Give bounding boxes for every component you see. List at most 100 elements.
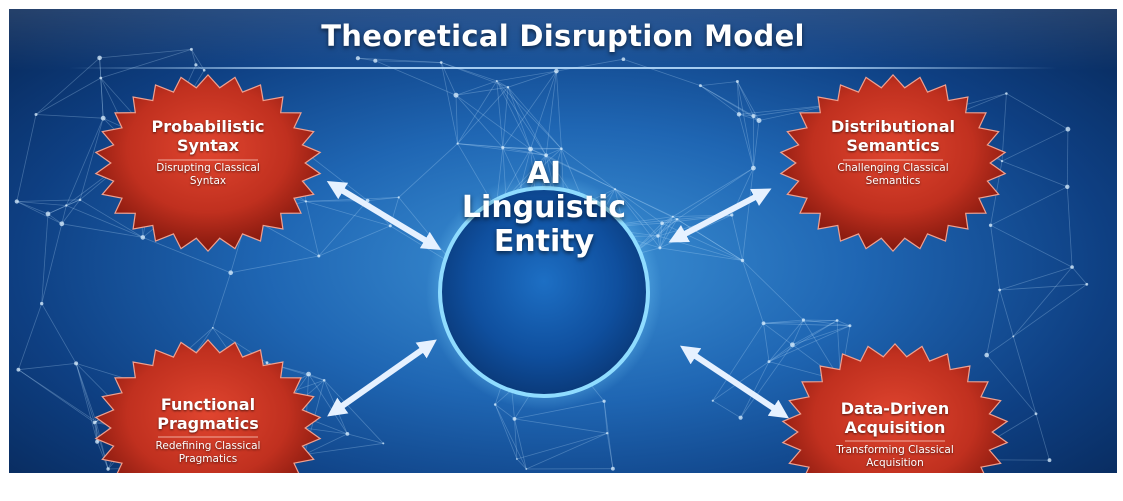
network-link (738, 104, 833, 115)
network-link (18, 369, 97, 422)
network-node (512, 417, 517, 421)
network-link (836, 320, 851, 327)
node-description: Transforming Classical Acquisition (805, 444, 985, 470)
network-link (990, 225, 1001, 291)
network-link (763, 319, 804, 324)
network-node (621, 57, 626, 61)
network-link (1066, 186, 1073, 268)
network-link (1012, 266, 1073, 337)
network-link (100, 49, 192, 79)
diagram-canvas: Theoretical Disruption Model AI Linguist… (9, 9, 1117, 473)
node-description: Redefining Classical Pragmatics (118, 440, 298, 466)
network-link (614, 188, 661, 249)
network-link (441, 62, 509, 88)
network-link (96, 441, 109, 470)
network-link (792, 319, 804, 345)
network-node (1085, 282, 1089, 286)
network-link (16, 201, 67, 206)
network-link (986, 336, 1014, 356)
network-node (382, 442, 385, 445)
network-link (516, 458, 527, 470)
network-link (763, 322, 850, 327)
network-link (507, 87, 547, 156)
network-node (16, 367, 21, 372)
network-link (75, 363, 98, 442)
network-link (16, 201, 62, 225)
network-link (1001, 128, 1069, 162)
network-node (516, 458, 518, 460)
core-label: AI Linguistic Entity (418, 157, 670, 259)
network-link (496, 80, 509, 88)
network-link (142, 237, 231, 274)
network-link (18, 369, 95, 423)
network-node (453, 92, 459, 98)
network-node (1005, 92, 1008, 95)
network-node (95, 439, 100, 444)
arrow-bottom-right (680, 345, 789, 419)
network-link (502, 147, 531, 150)
network-link (16, 201, 49, 215)
network-link (700, 85, 760, 121)
network-node (761, 321, 766, 326)
network-node (998, 288, 1002, 292)
network-node (189, 47, 193, 51)
network-node (322, 379, 326, 382)
network-link (803, 319, 838, 321)
network-link (496, 80, 504, 148)
network-link (35, 114, 104, 119)
network-link (556, 58, 624, 72)
network-link (514, 400, 605, 420)
network-node (698, 84, 702, 88)
node-name-line1: Distributional (831, 117, 955, 136)
network-link (803, 319, 850, 327)
node-name-line2: Semantics (846, 136, 940, 155)
network-link (305, 201, 320, 257)
network-link (737, 81, 740, 115)
node-desc-line2: Acquisition (866, 457, 924, 469)
network-link (738, 114, 754, 169)
network-link (700, 85, 754, 117)
network-link (659, 223, 663, 248)
network-link (357, 57, 376, 62)
network-link (516, 432, 608, 460)
network-link (1012, 336, 1037, 414)
network-link (1001, 93, 1007, 162)
network-link (514, 418, 608, 434)
network-link (496, 70, 557, 82)
network-node (528, 146, 533, 152)
network-node (544, 153, 548, 158)
network-node (736, 112, 742, 117)
network-link (502, 70, 557, 148)
network-link (16, 199, 81, 202)
network-link (556, 71, 562, 149)
network-link (65, 118, 104, 206)
network-node (835, 319, 839, 322)
node-desc-line2: Syntax (189, 175, 227, 187)
network-link (47, 205, 67, 215)
network-link (1006, 93, 1069, 130)
network-link (494, 404, 527, 470)
network-link (545, 154, 616, 190)
core-node (438, 186, 650, 398)
network-link (191, 49, 205, 71)
network-link (191, 49, 197, 66)
network-node (495, 80, 498, 82)
node-desc-line1: Challenging Classical (837, 162, 949, 174)
network-link (700, 85, 740, 115)
network-node (34, 113, 38, 116)
core-label-line3: Entity (493, 224, 595, 259)
network-link (457, 143, 503, 148)
network-link (1066, 129, 1069, 187)
network-node (306, 371, 311, 377)
network-link (545, 148, 562, 156)
network-link (657, 235, 661, 248)
network-link (440, 62, 458, 144)
network-link (561, 148, 616, 190)
network-node (92, 420, 97, 425)
network-node (1047, 458, 1052, 463)
network-link (990, 224, 1073, 268)
network-node (97, 55, 102, 61)
network-node (656, 234, 660, 238)
node-desc-line2: Pragmatics (178, 453, 238, 465)
node-name-line1: Probabilistic (151, 117, 265, 136)
